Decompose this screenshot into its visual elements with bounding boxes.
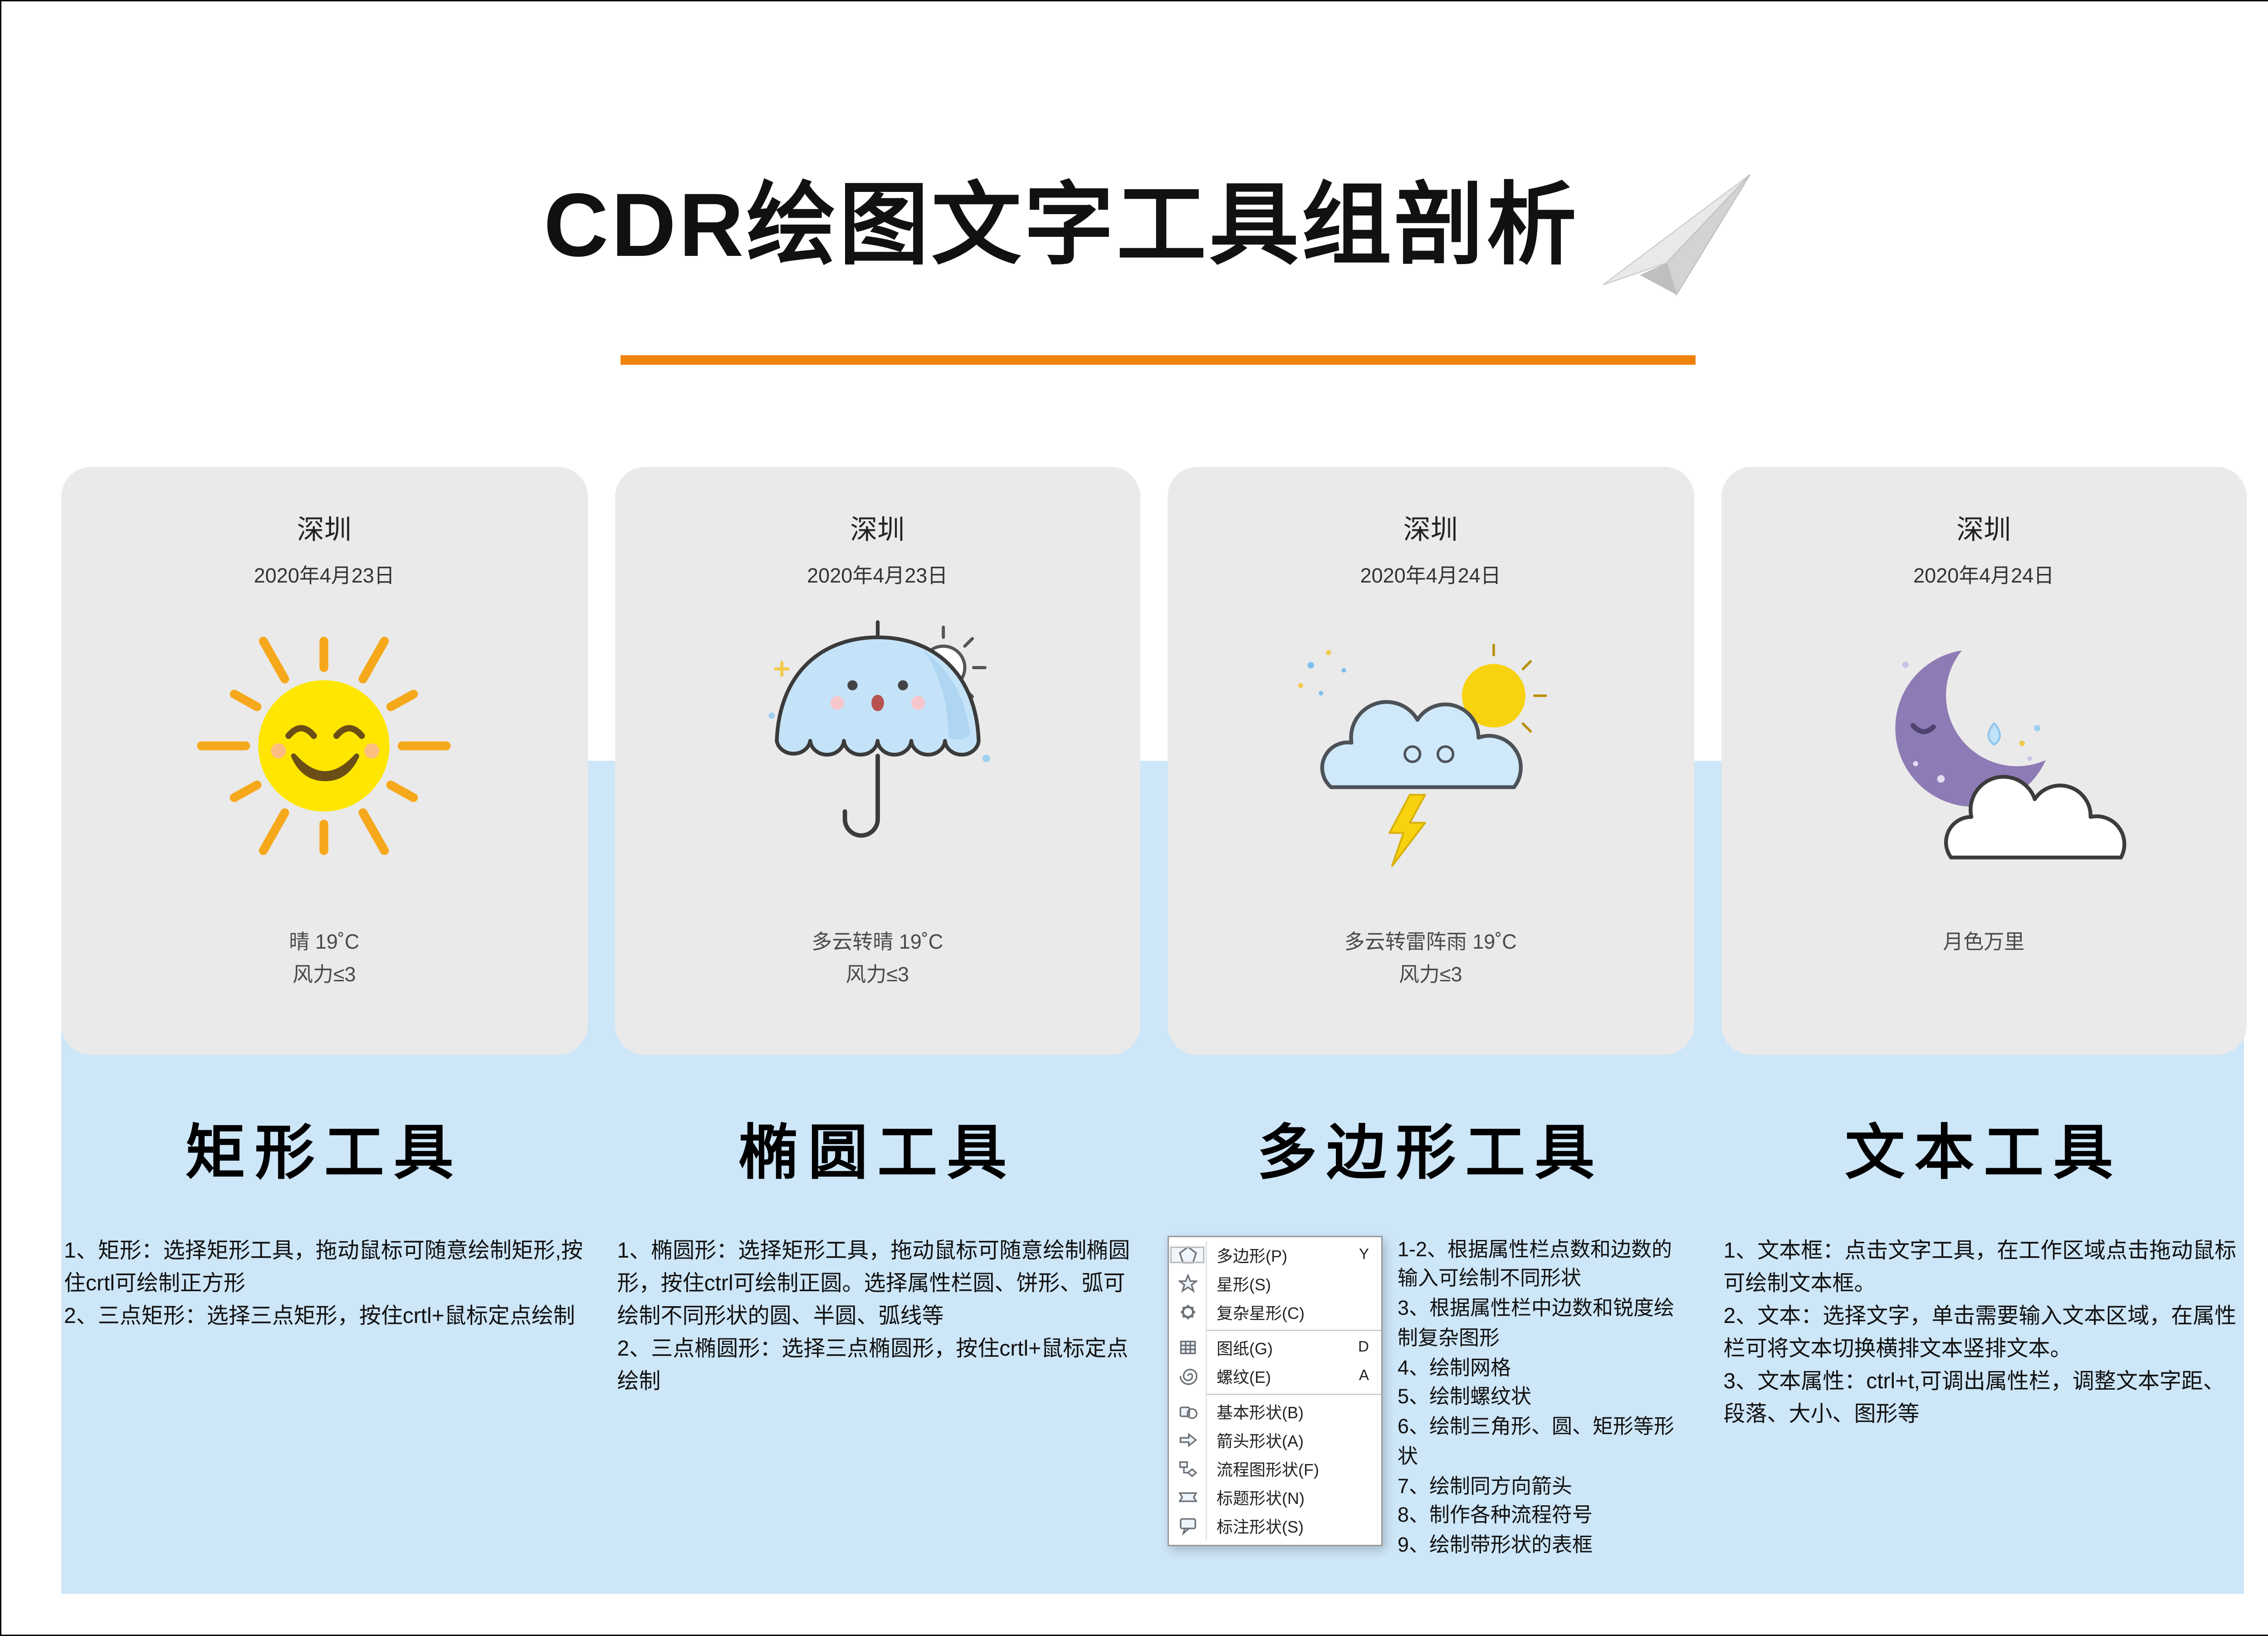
weather-condition: 多云转晴 19˚C [811,931,943,954]
complex-star-icon [1169,1303,1206,1322]
sun-illustration [61,592,587,900]
section-title-polygon-tool: 多边形工具 [1257,1120,1604,1187]
umbrella-sun-illustration [615,592,1141,900]
menu-item-label: 箭头形状(A) [1217,1431,1304,1450]
header: CDR绘图文字工具组剖析 [1,174,2268,314]
weather-card-sunny: 深圳 2020年4月23日 [61,467,587,1055]
callout-shapes-icon [1169,1516,1206,1536]
weather-card-moonlight: 深圳 2020年4月24日 月色万里 [1721,467,2247,1055]
menu-item-polygon[interactable]: 多边形(P) Y [1169,1241,1381,1269]
weather-city: 深圳 [1403,516,1458,546]
menu-item-arrow-shapes[interactable]: 箭头形状(A) [1169,1426,1381,1455]
weather-city: 深圳 [297,516,352,546]
arrow-shapes-icon [1169,1430,1206,1450]
menu-item-basic-shapes[interactable]: 基本形状(B) [1169,1397,1381,1426]
section-body-ellipse-tool: 1、椭圆形：选择矩形工具，拖动鼠标可随意绘制椭圆形，按住ctrl可绘制正圆。选择… [617,1239,1130,1393]
weather-city: 深圳 [850,516,905,546]
weather-condition: 晴 19˚C [289,931,360,954]
weather-wind: 风力≤3 [846,964,909,987]
weather-wind: 风力≤3 [1398,964,1462,987]
menu-item-spiral[interactable]: 螺纹(E) A [1169,1362,1381,1391]
weather-date: 2020年4月23日 [807,565,948,588]
menu-item-shortcut: Y [1359,1247,1369,1264]
page-title: CDR绘图文字工具组剖析 [543,174,1579,275]
section-body-polygon-tool: 1-2、根据属性栏点数和边数的输入可绘制不同形状 3、根据属性栏中边数和锐度绘制… [1398,1238,1675,1558]
section-body-text-tool: 1、文本框：点击文字工具，在工作区域点击拖动鼠标可绘制文本框。 2、文本：选择文… [1723,1239,2237,1426]
menu-item-star[interactable]: 星形(S) [1169,1269,1381,1298]
weather-card-cloudy-to-sunny: 深圳 2020年4月23日 [614,467,1141,1055]
section-title-ellipse-tool: 椭圆工具 [738,1120,1017,1187]
section-rectangle-tool: 矩形工具 1、矩形：选择矩形工具，拖动鼠标可随意绘制矩形,按住crtl可绘制正方… [61,1120,587,1561]
section-title-text-tool: 文本工具 [1845,1120,2123,1187]
storm-cloud-illustration [1168,592,1694,900]
menu-separator [1207,1393,1381,1395]
menu-separator [1207,1329,1381,1331]
moon-cloud-illustration [1721,592,2247,900]
menu-item-label: 标注形状(S) [1217,1517,1304,1536]
menu-item-label: 图纸(G) [1217,1338,1273,1358]
polygon-icon [1169,1245,1206,1265]
section-polygon-tool: 多边形工具 多边形(P) Y 星形(S) [1168,1120,1694,1561]
menu-item-banner-shapes[interactable]: 标题形状(N) [1169,1483,1381,1512]
graph-paper-icon [1169,1338,1206,1357]
section-ellipse-tool: 椭圆工具 1、椭圆形：选择矩形工具，拖动鼠标可随意绘制椭圆形，按住ctrl可绘制… [615,1120,1141,1561]
section-title-rectangle-tool: 矩形工具 [185,1120,463,1187]
menu-item-label: 复杂星形(C) [1217,1303,1305,1323]
weather-date: 2020年4月24日 [1913,565,2054,588]
title-underline [621,355,1696,365]
weather-city: 深圳 [1956,516,2011,546]
menu-item-flowchart-shapes[interactable]: 流程图形状(F) [1169,1455,1381,1483]
weather-condition: 月色万里 [1943,931,2025,954]
section-body-rectangle-tool: 1、矩形：选择矩形工具，拖动鼠标可随意绘制矩形,按住crtl可绘制正方形 2、三… [64,1239,583,1328]
menu-item-label: 流程图形状(F) [1217,1460,1319,1479]
section-text-tool: 文本工具 1、文本框：点击文字工具，在工作区域点击拖动鼠标可绘制文本框。 2、文… [1721,1120,2247,1561]
weather-date: 2020年4月23日 [254,565,395,588]
menu-item-label: 多边形(P) [1217,1246,1287,1265]
menu-item-label: 基本形状(B) [1217,1402,1304,1422]
spiral-icon [1169,1367,1206,1386]
menu-item-callout-shapes[interactable]: 标注形状(S) [1169,1512,1381,1540]
star-icon [1169,1274,1206,1293]
weather-wind: 风力≤3 [292,964,356,987]
menu-item-label: 螺纹(E) [1217,1367,1271,1386]
menu-item-complex-star[interactable]: 复杂星形(C) [1169,1298,1381,1327]
polygon-flyout-menu: 多边形(P) Y 星形(S) 复杂星形(C) [1168,1235,1383,1546]
banner-shapes-icon [1169,1488,1206,1507]
weather-condition: 多云转雷阵雨 19˚C [1344,931,1517,954]
menu-item-label: 标题形状(N) [1217,1488,1305,1508]
weather-date: 2020年4月24日 [1360,565,1501,588]
paper-plane-icon [1602,174,1750,296]
weather-cards-row: 深圳 2020年4月23日 [61,467,2247,1055]
flowchart-shapes-icon [1169,1459,1206,1478]
polygon-section-content: 多边形(P) Y 星形(S) 复杂星形(C) [1168,1235,1694,1561]
menu-item-label: 星形(S) [1217,1274,1271,1294]
basic-shapes-icon [1169,1402,1206,1421]
weather-card-thunderstorm: 深圳 2020年4月24日 多云转雷 [1168,467,1694,1055]
menu-item-graph-paper[interactable]: 图纸(G) D [1169,1333,1381,1362]
menu-item-shortcut: A [1359,1368,1369,1385]
tool-sections-row: 矩形工具 1、矩形：选择矩形工具，拖动鼠标可随意绘制矩形,按住crtl可绘制正方… [61,1120,2247,1561]
menu-item-shortcut: D [1358,1339,1369,1356]
